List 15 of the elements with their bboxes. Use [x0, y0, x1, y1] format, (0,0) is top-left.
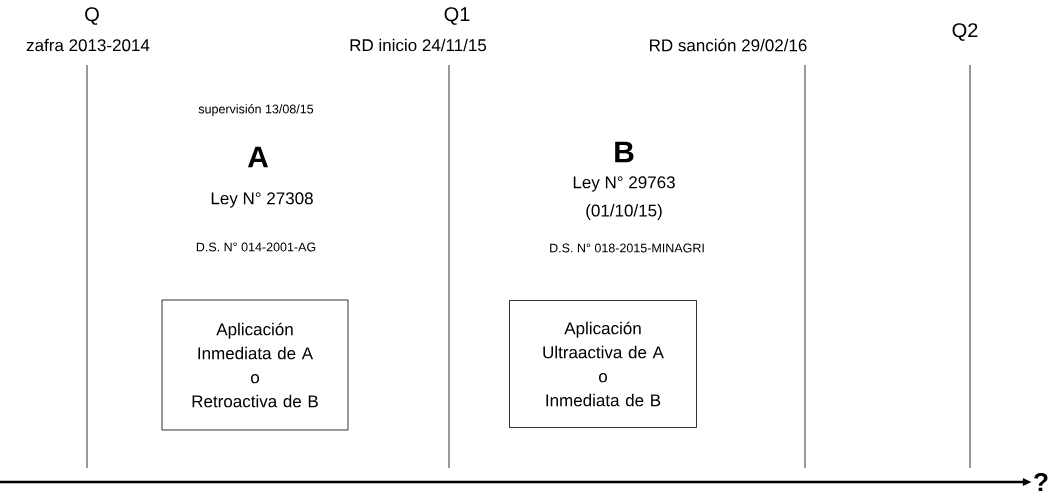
date-label: RD inicio 24/11/15: [350, 38, 487, 52]
law-label: Ley N° 29763: [573, 176, 675, 192]
decree-label: D.S. N° 014-2001-AG: [196, 242, 316, 252]
period-label: Q2: [952, 23, 978, 41]
letter-label: B: [615, 141, 634, 163]
period-label: Q1: [444, 7, 470, 25]
date-label: supervisión 13/08/15: [198, 104, 314, 116]
date-label: (01/10/15): [586, 204, 662, 220]
date-label: zafra 2013-2014: [26, 38, 150, 52]
decree-label: D.S. N° 018-2015-MINAGRI: [550, 243, 704, 253]
question-mark: ?: [1034, 472, 1048, 492]
law-label: Ley N° 27308: [211, 192, 313, 208]
period-label: Q: [85, 7, 99, 25]
date-label: RD sanción 29/02/16: [650, 38, 807, 52]
letter-label: A: [247, 146, 269, 168]
